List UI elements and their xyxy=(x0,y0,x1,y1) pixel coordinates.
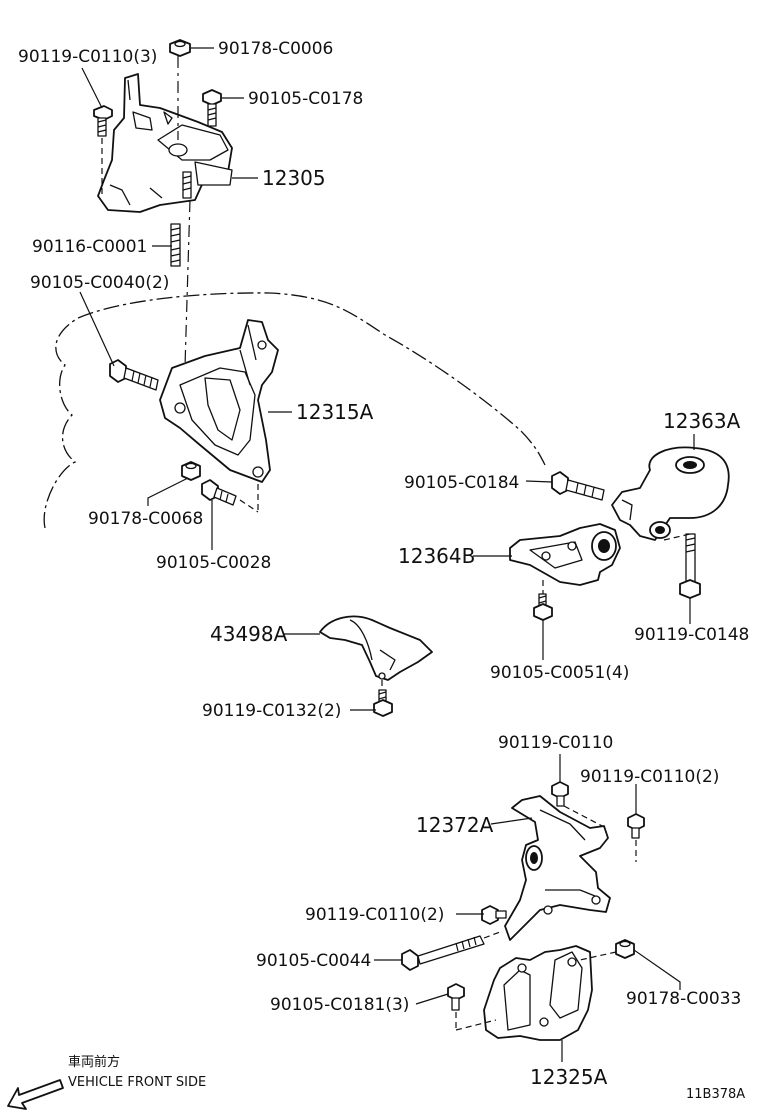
stud-bolt-under-mount-icon xyxy=(182,171,192,199)
nut-90178-C0033-icon xyxy=(615,939,635,959)
label-90119-C0110: 90119-C0110 xyxy=(498,733,613,753)
bolt-90119-C0110-left-icon xyxy=(481,905,507,925)
label-12305: 12305 xyxy=(262,166,326,190)
assembly-line xyxy=(563,805,607,829)
label-90178-C0068: 90178-C0068 xyxy=(88,509,203,529)
bolt-90105-C0028-icon xyxy=(201,479,237,506)
assembly-line xyxy=(455,1019,497,1031)
assembly-line xyxy=(239,499,259,513)
bolt-90105-C0040-icon xyxy=(109,359,159,391)
label-90178-C0006: 90178-C0006 xyxy=(218,39,333,59)
stud-90116-C0001-icon xyxy=(170,223,181,267)
part-12364B-bracket xyxy=(509,523,621,586)
assembly-line xyxy=(579,951,617,961)
label-90119-C0110-2-right: 90119-C0110(2) xyxy=(580,767,719,787)
nut-90178-C0006-icon xyxy=(169,39,191,57)
label-12364B: 12364B xyxy=(398,544,475,568)
part-12363A-mount xyxy=(611,446,730,541)
label-12372A: 12372A xyxy=(416,813,494,837)
part-12305-mount xyxy=(97,73,233,213)
bolt-90119-C0110-right-icon xyxy=(627,813,645,839)
assembly-line xyxy=(183,199,191,401)
part-12315A-bracket xyxy=(159,319,279,483)
figure-id: 11B378A xyxy=(686,1087,745,1102)
direction-label-en: VEHICLE FRONT SIDE xyxy=(68,1075,206,1090)
label-12363A: 12363A xyxy=(663,409,741,433)
label-43498A: 43498A xyxy=(210,622,288,646)
part-12325A-bracket xyxy=(483,945,593,1041)
label-12315A: 12315A xyxy=(296,400,374,424)
label-90105-C0044: 90105-C0044 xyxy=(256,951,371,971)
bolt-90105-C0184-icon xyxy=(551,471,605,501)
nut-90178-C0068-icon xyxy=(181,461,201,481)
bolt-90119-C0110-upper-icon xyxy=(551,781,569,807)
vehicle-front-indicator: 車両前方 VEHICLE FRONT SIDE xyxy=(7,1054,206,1110)
bolt-90119-C0132-icon xyxy=(373,689,393,717)
label-90119-C0132-2: 90119-C0132(2) xyxy=(202,701,341,721)
assembly-line xyxy=(483,931,501,939)
part-43498A-cover xyxy=(319,615,433,681)
label-90119-C0148: 90119-C0148 xyxy=(634,625,749,645)
label-90178-C0033: 90178-C0033 xyxy=(626,989,741,1009)
part-12372A-bracket xyxy=(504,795,611,941)
label-90105-C0051-4: 90105-C0051(4) xyxy=(490,663,629,683)
label-90105-C0184: 90105-C0184 xyxy=(404,473,519,493)
direction-label-jp: 車両前方 xyxy=(68,1054,120,1070)
bolt-90119-C0148-icon xyxy=(679,533,701,599)
bolt-90105-C0181-icon xyxy=(447,983,465,1011)
front-arrow-icon xyxy=(7,1079,64,1110)
label-90119-C0110-3: 90119-C0110(3) xyxy=(18,47,157,67)
bolt-90105-C0044-icon xyxy=(401,935,485,971)
label-90105-C0178: 90105-C0178 xyxy=(248,89,363,109)
label-90119-C0110-2-left: 90119-C0110(2) xyxy=(305,905,444,925)
bolt-90119-C0110-icon xyxy=(93,105,113,137)
leader-lines xyxy=(79,47,695,1062)
label-90105-C0028: 90105-C0028 xyxy=(156,553,271,573)
label-12325A: 12325A xyxy=(530,1065,608,1089)
label-90105-C0040-2: 90105-C0040(2) xyxy=(30,273,169,293)
label-90116-C0001: 90116-C0001 xyxy=(32,237,147,257)
assembly-line xyxy=(663,533,691,541)
bolt-90105-C0178-icon xyxy=(202,89,222,127)
bolt-90105-C0051-icon xyxy=(533,593,553,621)
label-90105-C0181-3: 90105-C0181(3) xyxy=(270,995,409,1015)
engine-outline xyxy=(43,292,546,529)
part-labels: 90119-C0110(3) 90178-C0006 90105-C0178 1… xyxy=(18,39,749,1089)
